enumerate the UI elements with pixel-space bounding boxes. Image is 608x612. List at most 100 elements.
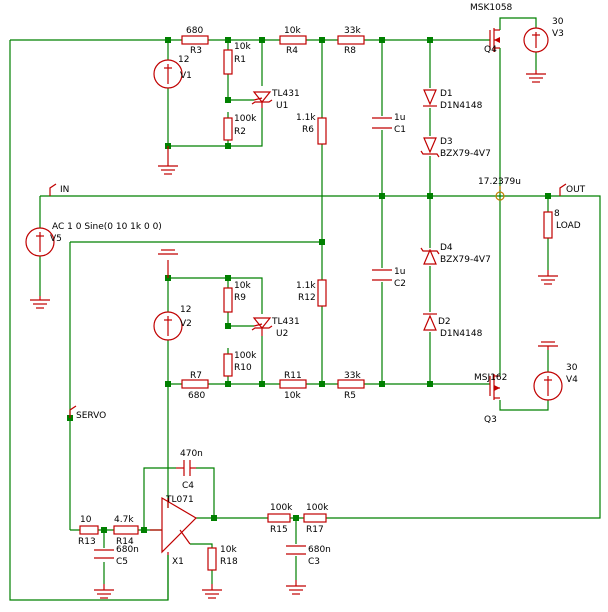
junction-node <box>141 527 147 533</box>
junction-node <box>545 193 551 199</box>
r4-value: 10k <box>284 26 301 36</box>
resistor-r2-body[interactable] <box>223 117 233 141</box>
c1-ref: C1 <box>394 125 406 135</box>
voltage-probe[interactable] <box>495 186 505 201</box>
r11-value: 10k <box>284 391 301 401</box>
net-servo-label: SERVO <box>76 411 106 421</box>
resistor-r15-body[interactable] <box>267 513 291 523</box>
junction-node <box>379 193 385 199</box>
r12-value: 1.1k <box>296 281 316 291</box>
resistor-r18-body[interactable] <box>207 547 217 571</box>
resistor-r7-body[interactable] <box>181 379 209 389</box>
resistor-r3-body[interactable] <box>181 35 209 45</box>
junction-node <box>225 381 231 387</box>
mosfet-q4[interactable] <box>489 28 500 52</box>
capacitor-c4[interactable] <box>176 460 196 476</box>
resistor-r1-body[interactable] <box>223 49 233 75</box>
ground-icon <box>286 580 306 595</box>
v4-ref: V4 <box>566 375 578 385</box>
ground-icon <box>526 70 546 83</box>
capacitor-c2[interactable] <box>372 269 392 281</box>
capacitor-c5[interactable] <box>94 549 114 559</box>
resistor-r10-body[interactable] <box>223 353 233 377</box>
junction-node <box>225 323 231 329</box>
r12-ref: R12 <box>298 293 316 303</box>
shunt-regulator-u1[interactable] <box>251 91 273 108</box>
c4-ref: C4 <box>182 481 194 491</box>
capacitor-c3[interactable] <box>286 545 306 555</box>
r5-value: 33k <box>344 371 361 381</box>
diodes[interactable] <box>420 89 440 331</box>
junction-node <box>165 381 171 387</box>
r9-value: 10k <box>234 281 251 291</box>
resistor-r11-body[interactable] <box>279 379 307 389</box>
probe-reading: 17.2379u <box>478 177 521 187</box>
v5-ref: V5 <box>50 234 62 244</box>
resistor-r5-body[interactable] <box>337 379 365 389</box>
v4-value: 30 <box>566 363 578 373</box>
resistor-r14-body[interactable] <box>113 525 139 535</box>
mosfet-q3[interactable] <box>489 374 500 400</box>
v3-ref: V3 <box>552 29 564 39</box>
r2-ref: R2 <box>234 127 246 137</box>
r17-ref: R17 <box>306 525 324 535</box>
ground-icon <box>202 584 222 599</box>
c2-value: 1u <box>394 267 405 277</box>
voltage-source-v3[interactable] <box>523 27 549 53</box>
load-ref: LOAD <box>556 221 581 231</box>
d3-value: BZX79-4V7 <box>440 149 491 159</box>
shunt-regulator-u2[interactable] <box>251 317 273 336</box>
net-in-label: IN <box>60 185 69 195</box>
net-out-label: OUT <box>566 185 586 195</box>
diode-d2[interactable] <box>423 313 437 331</box>
r13-value: 10 <box>80 515 92 525</box>
r11-ref: R11 <box>284 371 302 381</box>
capacitor-c1[interactable] <box>372 117 392 129</box>
resistor-r4-body[interactable] <box>279 35 307 45</box>
junction-node <box>379 381 385 387</box>
ac-source-v5[interactable] <box>25 227 55 257</box>
zener-d4[interactable] <box>420 247 440 265</box>
v5-value: AC 1 0 Sine(0 10 1k 0 0) <box>52 222 162 232</box>
u1-ref: U1 <box>276 101 288 111</box>
resistor-r6-body[interactable] <box>317 117 327 145</box>
resistor-load-body[interactable] <box>543 211 553 239</box>
c5-value: 680n <box>116 545 139 555</box>
resistor-r8-body[interactable] <box>337 35 365 45</box>
ground-icon <box>538 270 558 285</box>
voltage-source-v4[interactable] <box>533 371 563 401</box>
junction-node <box>427 193 433 199</box>
r3-ref: R3 <box>190 46 202 56</box>
r6-ref: R6 <box>302 125 314 135</box>
v2-ref: V2 <box>180 319 192 329</box>
resistor-r9-body[interactable] <box>223 287 233 313</box>
capacitors[interactable] <box>94 117 392 559</box>
junction-node <box>319 37 325 43</box>
d4-ref: D4 <box>440 243 453 253</box>
r1-ref: R1 <box>234 55 246 65</box>
voltage-source-v1[interactable] <box>153 59 183 89</box>
resistor-r12-body[interactable] <box>317 279 327 307</box>
resistor-r13-body[interactable] <box>79 525 99 535</box>
junction-node <box>225 37 231 43</box>
r14-value: 4.7k <box>114 515 134 525</box>
r18-value: 10k <box>220 545 237 555</box>
r2-value: 100k <box>234 114 257 124</box>
opamp-x1[interactable] <box>150 496 197 555</box>
c3-ref: C3 <box>308 557 320 567</box>
resistor-r17-body[interactable] <box>303 513 327 523</box>
ground-icon <box>158 146 178 175</box>
voltage-source-v2[interactable] <box>153 311 183 341</box>
d1-value: D1N4148 <box>440 101 483 111</box>
diode-d1[interactable] <box>423 89 437 107</box>
v1-value: 12 <box>178 55 189 65</box>
junction-node <box>101 527 107 533</box>
r18-ref: R18 <box>220 557 238 567</box>
r8-value: 33k <box>344 26 361 36</box>
zener-d3[interactable] <box>420 137 440 158</box>
junction-node <box>379 37 385 43</box>
u2-ref: U2 <box>276 329 288 339</box>
r13-ref: R13 <box>78 537 96 547</box>
resistors[interactable] <box>79 35 553 571</box>
